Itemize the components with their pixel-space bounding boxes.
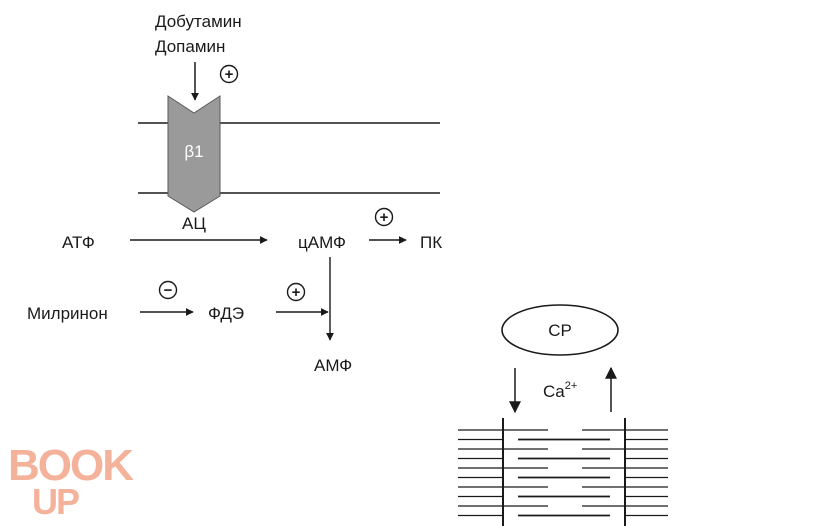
bookup-watermark-logo: BOOK UP [8, 441, 136, 522]
pde-plus-sign: + [286, 282, 306, 302]
pk-label: ПК [420, 233, 442, 252]
pde-label: ФДЭ [208, 304, 244, 323]
svg-text:+: + [292, 284, 301, 301]
beta1-receptor-label: β1 [184, 142, 203, 161]
svg-text:+: + [225, 66, 234, 83]
camp-label: цАМФ [298, 233, 346, 252]
svg-text:+: + [380, 209, 389, 226]
adenylate-cyclase-label: АЦ [182, 214, 206, 233]
beta1-receptor [167, 95, 221, 213]
agonist-dopamine-label: Допамин [155, 37, 225, 56]
sr-label: СР [548, 321, 572, 340]
agonist-dobutamine-label: Добутамин [155, 12, 242, 31]
atp-label: АТФ [62, 233, 95, 252]
calcium-label: Ca2+ [543, 380, 577, 401]
filaments [458, 429, 668, 517]
milrinone-minus-sign: − [158, 280, 178, 300]
svg-text:BOOK: BOOK [8, 441, 134, 490]
milrinone-label: Милринон [27, 304, 108, 323]
myofibril [458, 418, 668, 526]
agonist-plus-sign: + [219, 64, 239, 84]
camp-pk-plus-sign: + [374, 207, 394, 227]
sarcoplasmic-reticulum [501, 304, 619, 356]
amp-label: АМФ [314, 356, 352, 375]
svg-text:UP: UP [32, 481, 79, 522]
svg-text:−: − [164, 282, 173, 299]
